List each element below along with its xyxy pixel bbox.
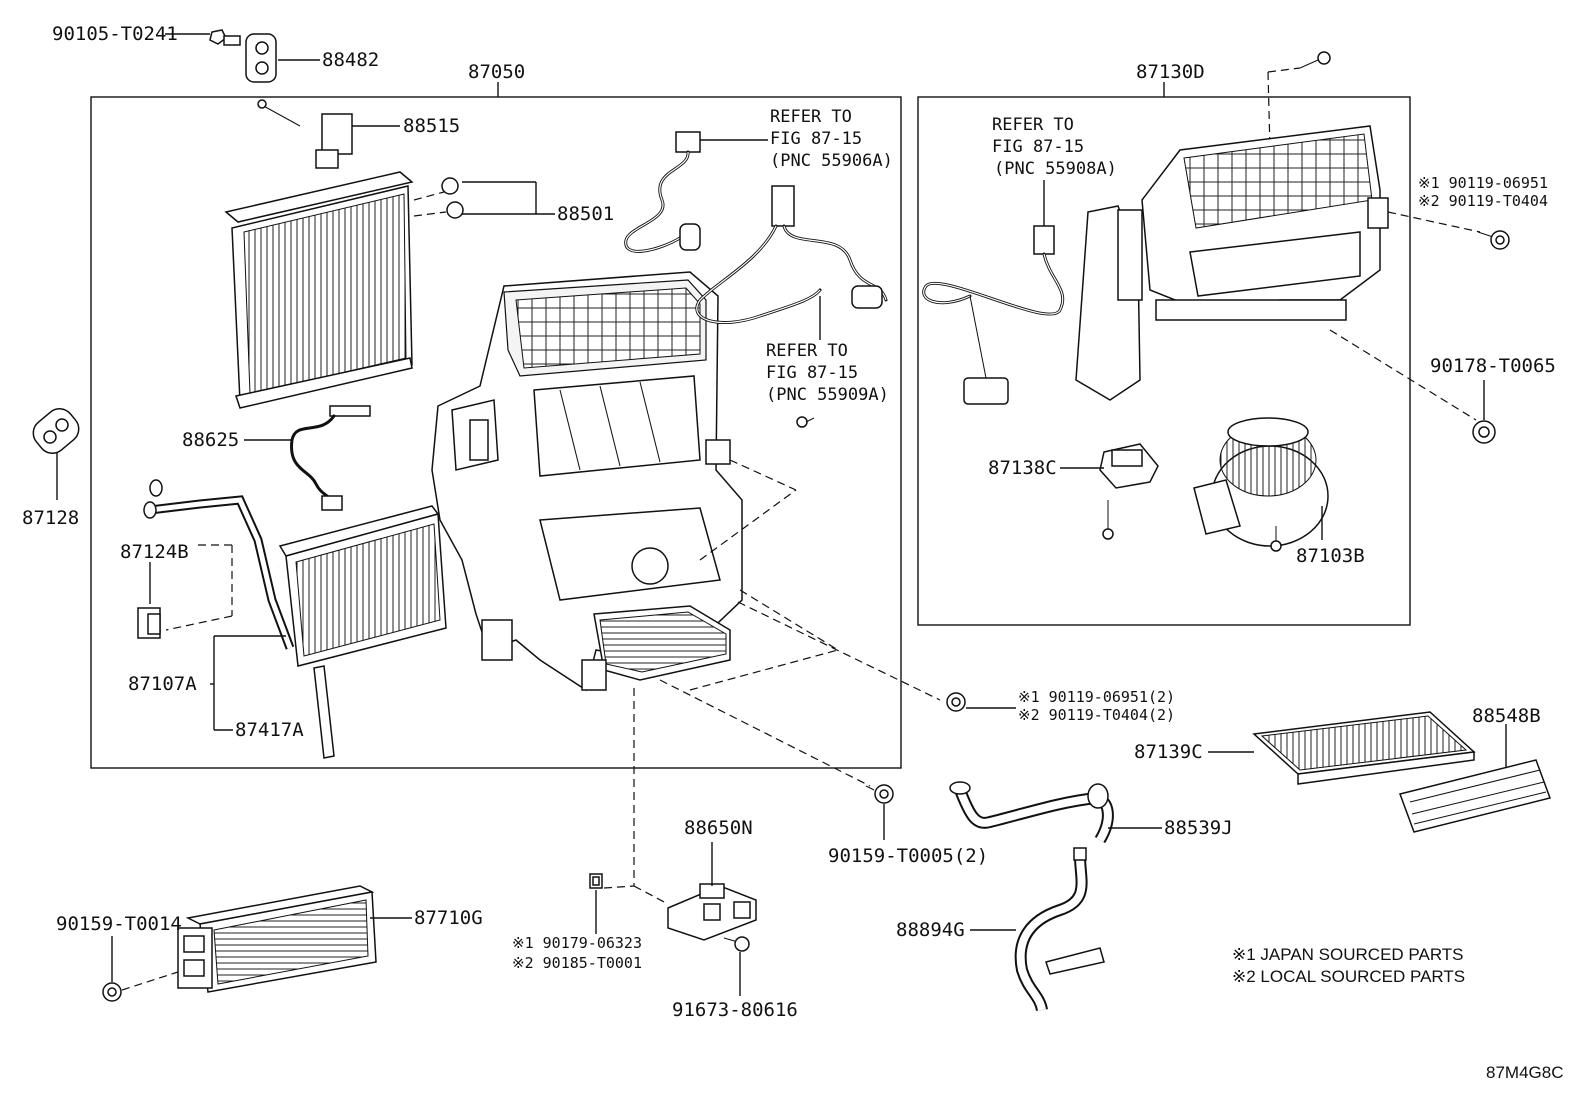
sensor-88650N xyxy=(667,883,757,941)
legend-japan: ※1 JAPAN SOURCED PARTS xyxy=(1232,945,1464,964)
label-87124B: 87124B xyxy=(120,541,189,563)
label-91673-80616: 91673-80616 xyxy=(672,999,798,1021)
label-right-bolt-1: ※1 90119-06951 xyxy=(1418,174,1548,192)
label-clip-2: ※2 90185-T0001 xyxy=(512,954,642,972)
refer-55909A-line3: (PNC 55909A) xyxy=(766,385,889,405)
label-87128: 87128 xyxy=(22,507,79,529)
air-filter-87139C xyxy=(1252,711,1476,785)
grommet-87128 xyxy=(32,408,80,454)
label-87130D: 87130D xyxy=(1136,61,1205,83)
o-rings-88501 xyxy=(413,177,464,219)
label-88548B: 88548B xyxy=(1472,705,1541,727)
blower-motor-87103B xyxy=(1193,417,1329,552)
label-right-bolt-2: ※2 90119-T0404 xyxy=(1418,192,1548,210)
label-88625: 88625 xyxy=(182,429,239,451)
washer-90178-T0065 xyxy=(1472,420,1496,444)
label-90159-T0014: 90159-T0014 xyxy=(56,913,182,935)
refer-55906A-line2: FIG 87-15 xyxy=(770,129,862,149)
clip-87124B xyxy=(137,607,161,639)
label-87050: 87050 xyxy=(468,61,525,83)
label-90178-T0065: 90178-T0065 xyxy=(1430,355,1556,377)
label-90105-T0241: 90105-T0241 xyxy=(52,23,178,45)
label-88650N: 88650N xyxy=(684,817,753,839)
heater-unit-box xyxy=(90,96,902,769)
clip-90179 xyxy=(589,873,603,889)
small-screw-housing xyxy=(796,416,815,428)
blower-housing-87130D xyxy=(1075,125,1389,401)
wire-harness-55906A xyxy=(624,131,768,253)
filter-cover-88548B xyxy=(1399,759,1551,833)
diagram-code: 87M4G8C xyxy=(1486,1063,1563,1082)
refer-harness-55908A xyxy=(922,180,1065,405)
bolt-90119-center xyxy=(946,692,966,712)
refer-55908A-line1: REFER TO xyxy=(992,115,1074,135)
label-87107A: 87107A xyxy=(128,673,197,695)
block-fitting-88482 xyxy=(245,33,277,83)
bolt-90159-T0005 xyxy=(865,784,894,804)
refer-55906A-line3: (PNC 55906A) xyxy=(770,151,893,171)
wire-harness-55909A xyxy=(695,185,888,340)
label-88482: 88482 xyxy=(322,49,379,71)
bolt-90105-T0241 xyxy=(209,29,241,46)
thermistor-88625 xyxy=(290,405,371,511)
label-88894G: 88894G xyxy=(896,919,965,941)
heater-core-87710G xyxy=(177,885,377,993)
label-87710G: 87710G xyxy=(414,907,483,929)
bolt-90159-T0014 xyxy=(102,982,122,1002)
label-clip-1: ※1 90179-06323 xyxy=(512,934,642,952)
refer-55908A-line3: (PNC 55908A) xyxy=(994,159,1117,179)
bolt-90119-right xyxy=(1477,230,1510,250)
blower-top-screw xyxy=(1299,51,1331,69)
label-88539J: 88539J xyxy=(1164,817,1233,839)
refer-55909A-line1: REFER TO xyxy=(766,341,848,361)
duct-88539J xyxy=(949,781,1114,844)
legend-local: ※2 LOCAL SOURCED PARTS xyxy=(1232,967,1465,986)
resistor-87138C xyxy=(1099,443,1159,540)
label-88501: 88501 xyxy=(557,203,614,225)
label-center-bolt-2: ※2 90119-T0404(2) xyxy=(1018,706,1175,724)
label-90159-T0005: 90159-T0005(2) xyxy=(828,845,988,867)
label-87103B: 87103B xyxy=(1296,545,1365,567)
refer-55908A-line2: FIG 87-15 xyxy=(992,137,1084,157)
label-center-bolt-1: ※1 90119-06951(2) xyxy=(1018,688,1175,706)
heater-case-housing xyxy=(431,271,743,692)
label-87139C: 87139C xyxy=(1134,741,1203,763)
label-87138C: 87138C xyxy=(988,457,1057,479)
refer-55906A-line1: REFER TO xyxy=(770,107,852,127)
duct-88894G xyxy=(1014,847,1105,1012)
refer-55909A-line2: FIG 87-15 xyxy=(766,363,858,383)
seal-strip-87417A xyxy=(313,665,335,759)
evaporator-core xyxy=(224,171,414,409)
label-87417A: 87417A xyxy=(235,719,304,741)
expansion-valve-88515 xyxy=(257,99,353,169)
heater-core xyxy=(143,473,447,667)
bolt-91673-80616 xyxy=(723,936,750,952)
label-88515: 88515 xyxy=(403,115,460,137)
